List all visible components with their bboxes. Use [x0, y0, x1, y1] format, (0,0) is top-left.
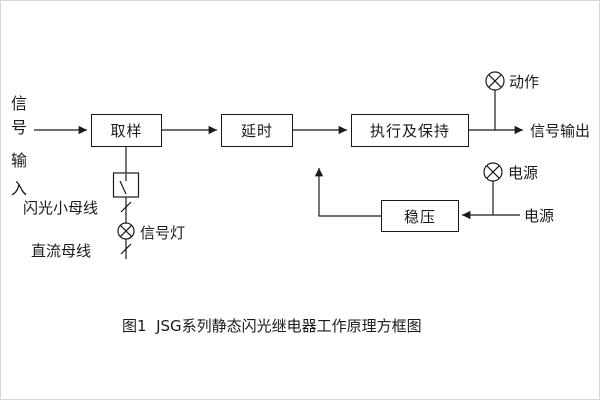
- power-lamp-icon: [483, 162, 503, 182]
- power-source-label: 电源: [524, 207, 555, 225]
- signal-output-label: 信号输出: [530, 122, 591, 140]
- action-lamp-icon: [485, 71, 505, 91]
- input-label-char-2: 号: [10, 118, 27, 137]
- figure-caption: 图1 JSG系列静态闪光继电器工作原理方框图: [122, 317, 422, 335]
- input-label-char-3: 输: [10, 151, 27, 170]
- signal-lamp-icon: [117, 222, 135, 240]
- box-execute-hold: 执行及保持: [351, 114, 469, 147]
- box-regulator: 稳压: [381, 200, 459, 232]
- signal-lamp-label: 信号灯: [140, 224, 186, 242]
- box-delay: 延时: [221, 114, 293, 147]
- flash-busbar-label: 闪光小母线: [23, 199, 99, 217]
- power-lamp-label: 电源: [508, 164, 539, 182]
- input-label-char-4: 入: [10, 179, 27, 198]
- action-label: 动作: [509, 73, 540, 91]
- dc-busbar-tick: [120, 243, 132, 255]
- switch-contact-icon: [119, 174, 127, 195]
- input-label-char-1: 信: [10, 94, 27, 113]
- dc-busbar-label: 直流母线: [31, 242, 92, 260]
- regulator-feed-arrow: [314, 168, 381, 217]
- flash-busbar-tick: [120, 201, 132, 213]
- box-sampling: 取样: [91, 114, 162, 147]
